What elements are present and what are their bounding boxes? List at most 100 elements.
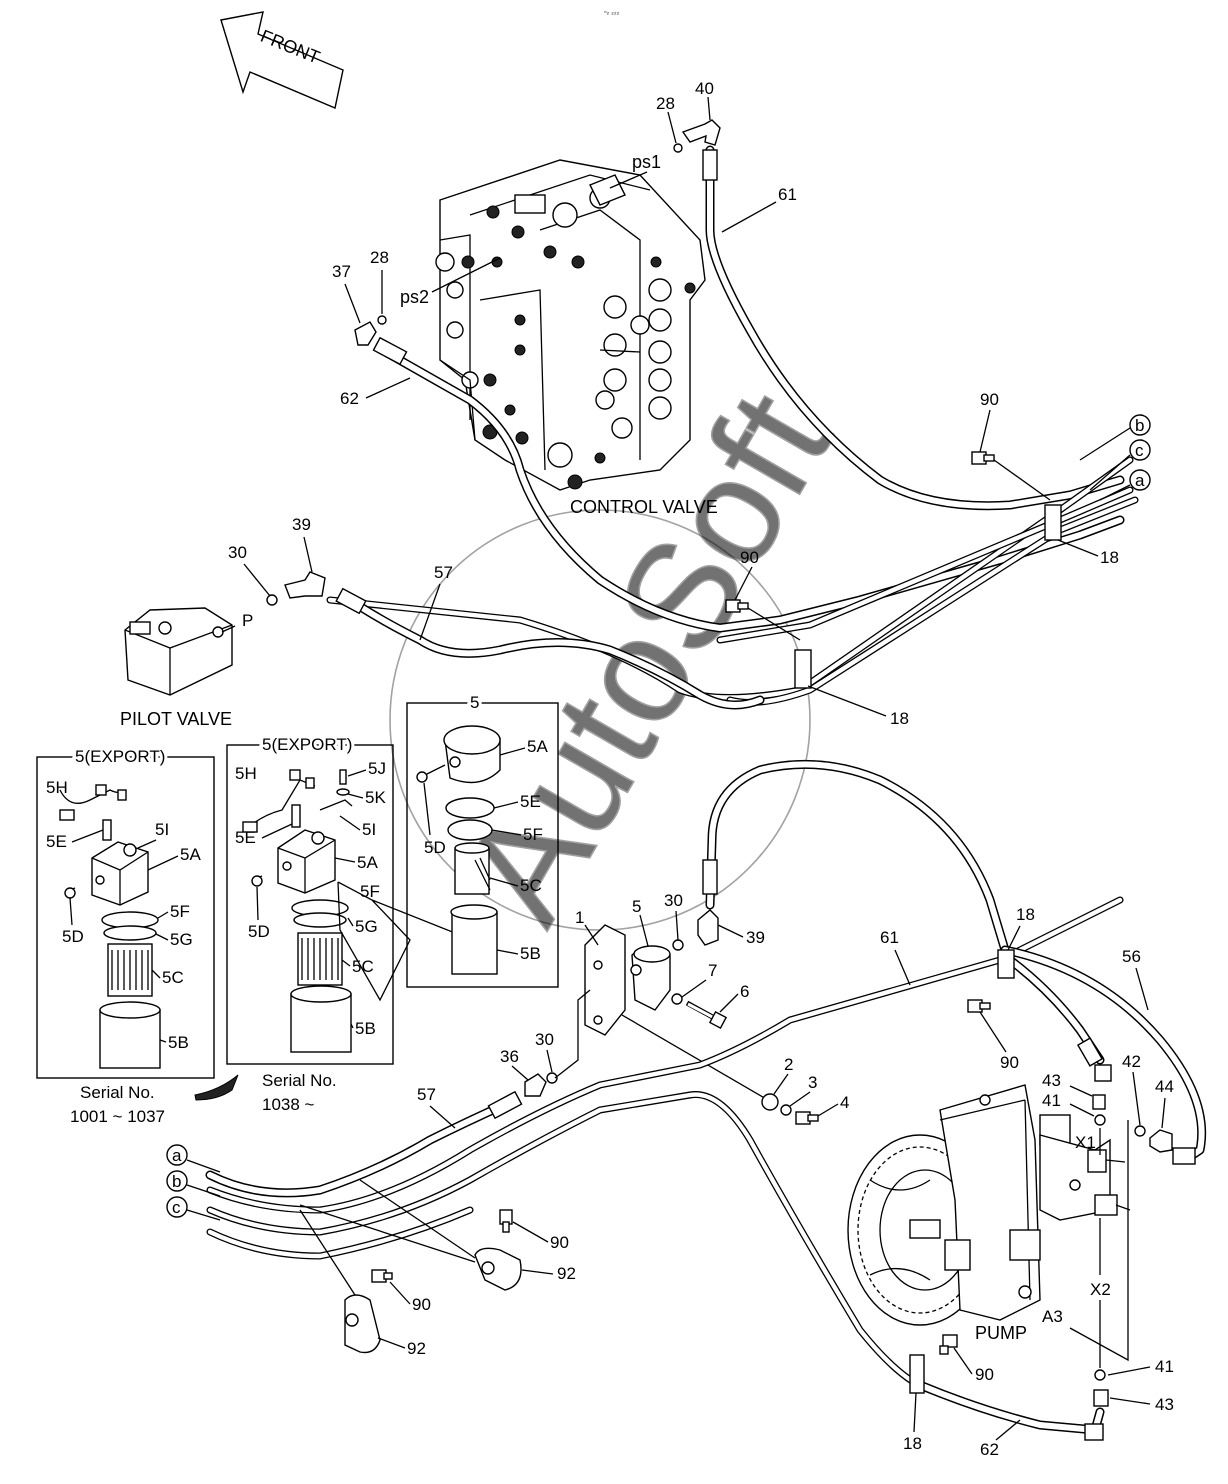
callout-39-a: 39: [292, 515, 311, 534]
washer-7: [671, 993, 683, 1005]
callout-62-b: 62: [980, 1440, 999, 1459]
inset2-5C: 5C: [352, 957, 374, 976]
inset3-5A: 5A: [527, 737, 548, 756]
inset1-5F: 5F: [170, 902, 190, 921]
connector-a-upper: a: [1099, 469, 1151, 501]
control-valve-label: CONTROL VALVE: [570, 497, 718, 517]
connector-c-lower: c: [166, 1196, 221, 1221]
callout-62-top: 62: [340, 389, 359, 408]
hydraulic-pump: [847, 1084, 1131, 1326]
callout-56: 56: [1122, 947, 1141, 966]
oring-42: [1134, 1125, 1146, 1137]
clamp-92-left: [344, 1294, 381, 1354]
svg-text:a: a: [172, 1146, 182, 1165]
callout-7: 7: [708, 961, 717, 980]
washer-3: [780, 1104, 792, 1116]
callout-40: 40: [695, 79, 714, 98]
bolt-90-e: [967, 999, 991, 1013]
inset2-5B: 5B: [355, 1019, 376, 1038]
elbow-fitting-39: [266, 571, 326, 606]
callout-3: 3: [808, 1073, 817, 1092]
inset2-5D: 5D: [248, 922, 270, 941]
clamp-92-right: [474, 1247, 522, 1291]
solenoid-valve-5-export-2: [242, 769, 353, 1053]
bracket-1: [584, 924, 626, 1036]
hose-pilot-loop: [705, 759, 1010, 955]
inset3-5F: 5F: [523, 825, 543, 844]
callout-57-a: 57: [434, 563, 453, 582]
bolt-6: [685, 1000, 728, 1030]
fitting-elbow-top: [1076, 1037, 1112, 1082]
control-valve: [435, 159, 706, 491]
callout-92-b: 92: [407, 1339, 426, 1358]
bolt-90-f: [939, 1334, 958, 1355]
callout-39-b: 39: [746, 928, 765, 947]
callout-18-a: 18: [1100, 548, 1119, 567]
inset1-5G: 5G: [170, 930, 193, 949]
inset-export-2-serial-range: 1038 ~: [262, 1095, 315, 1114]
callout-36: 36: [500, 1047, 519, 1066]
inset2-5A: 5A: [357, 853, 378, 872]
inset-export-2: [226, 744, 394, 1065]
inset2-5I: 5I: [362, 820, 376, 839]
callout-28: 28: [656, 94, 675, 113]
callout-18-b: 18: [890, 709, 909, 728]
callout-41-b: 41: [1155, 1357, 1174, 1376]
inset1-5B: 5B: [168, 1033, 189, 1052]
port-x2-label: X2: [1090, 1280, 1111, 1299]
svg-text:b: b: [1135, 416, 1144, 435]
inset3-5C: 5C: [520, 876, 542, 895]
pipe-bundle-lower: [206, 896, 1124, 1394]
bolt-90-b: [725, 599, 749, 613]
inset1-5H: 5H: [46, 778, 68, 797]
callout-42: 42: [1122, 1052, 1141, 1071]
pilot-valve-label: PILOT VALVE: [120, 709, 232, 729]
callout-57-b: 57: [417, 1085, 436, 1104]
callout-43-b: 43: [1155, 1395, 1174, 1414]
port-ps1-label: ps1: [632, 152, 661, 172]
inset3-5D: 5D: [424, 838, 446, 857]
callout-90-e: 90: [1000, 1053, 1019, 1072]
clamp-18-right: [997, 949, 1015, 979]
svg-text:c: c: [1135, 441, 1144, 460]
callout-37: 37: [332, 262, 351, 281]
connector-a-lower: a: [166, 1144, 221, 1173]
port-a3-label: A3: [1042, 1307, 1063, 1326]
inset2-5E: 5E: [235, 828, 256, 847]
port-p-label: P: [242, 611, 253, 630]
plug-2: [761, 1093, 779, 1111]
callout-90-a: 90: [980, 390, 999, 409]
port-x1-label: X1: [1075, 1133, 1096, 1152]
callout-90-b: 90: [740, 548, 759, 567]
inset3-5B: 5B: [520, 944, 541, 963]
clamp-18-bottom: [909, 1354, 925, 1394]
oring-41-bottom: [1094, 1369, 1106, 1381]
callout-18-d: 18: [903, 1434, 922, 1453]
callout-1: 1: [575, 908, 584, 927]
inset-standard: [406, 702, 559, 988]
fitting-36: [524, 1072, 558, 1097]
fitting-43-top: [1092, 1094, 1106, 1110]
inset-export-2-title: 5(EXPORT): [262, 735, 352, 754]
inset2-5K: 5K: [365, 788, 386, 807]
pilot-valve: [124, 607, 233, 696]
inset2-5F: 5F: [360, 882, 380, 901]
callout-92-a: 92: [557, 1264, 576, 1283]
callout-4: 4: [840, 1093, 849, 1112]
svg-text:a: a: [1135, 471, 1145, 490]
bolt-90-d: [371, 1269, 393, 1283]
inset2-5J: 5J: [368, 759, 386, 778]
inset1-5C: 5C: [162, 968, 184, 987]
inset2-5G: 5G: [355, 917, 378, 936]
connector-c-upper: c: [1089, 439, 1151, 491]
inset-standard-title: 5: [470, 693, 479, 712]
fitting-44: [1149, 1129, 1173, 1153]
callout-30-c: 30: [535, 1030, 554, 1049]
callout-44: 44: [1155, 1077, 1174, 1096]
callout-18-c: 18: [1016, 905, 1035, 924]
inset-export-2-serial-label: Serial No.: [262, 1071, 337, 1090]
top-mark: ▫₂ ₂₂₂: [604, 9, 620, 16]
port-ps2-label: ps2: [400, 287, 429, 307]
callout-30-b: 30: [664, 891, 683, 910]
